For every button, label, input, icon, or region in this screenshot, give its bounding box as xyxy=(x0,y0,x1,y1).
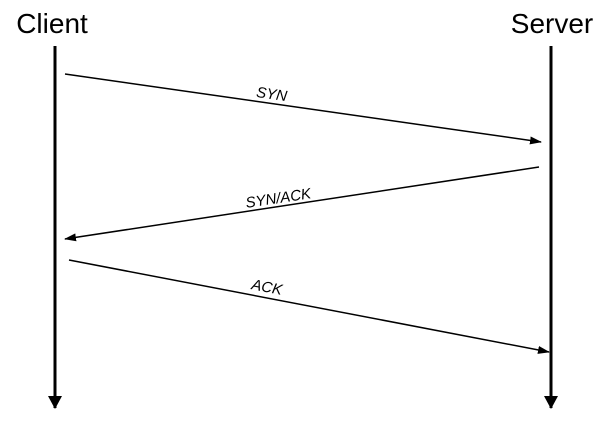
syn-ack-arrow xyxy=(64,166,540,242)
syn-ack-label: SYN/ACK xyxy=(244,185,313,212)
ack-label: ACK xyxy=(249,276,284,299)
server-label: Server xyxy=(511,8,593,39)
syn-label: SYN xyxy=(255,84,288,105)
syn-arrow xyxy=(64,73,542,145)
ack-arrow xyxy=(68,259,550,354)
client-label: Client xyxy=(16,8,88,39)
